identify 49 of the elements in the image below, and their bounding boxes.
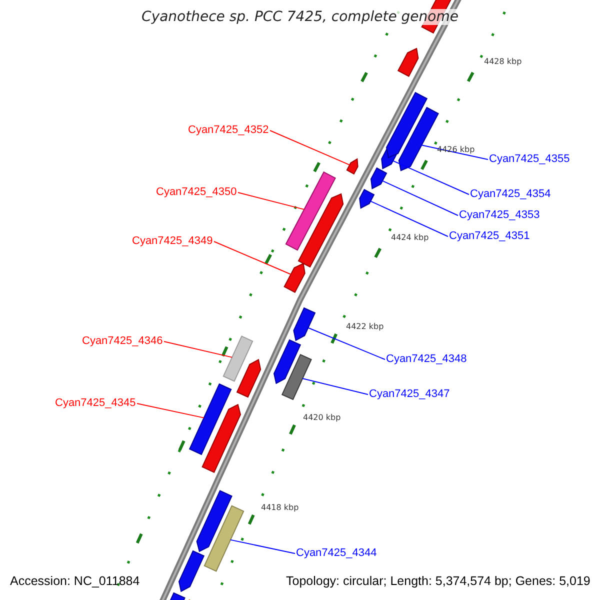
title: Cyanothece sp. PCC 7425, complete genome <box>142 9 458 25</box>
scale-label: 4428 kbp <box>484 57 522 66</box>
gene-block <box>236 358 262 398</box>
gene-block <box>293 307 316 342</box>
gene-block <box>346 158 358 175</box>
gene-bar <box>281 354 312 400</box>
gene-block <box>298 193 344 268</box>
gene-label: Cyan7425_4354 <box>470 188 551 201</box>
leader-line <box>308 327 386 360</box>
leader-line <box>302 378 368 395</box>
gene-block <box>359 188 375 209</box>
gene-label: Cyan7425_4353 <box>459 209 540 222</box>
gene-block <box>284 262 306 293</box>
leader-line <box>238 192 305 210</box>
gene-block <box>178 550 205 592</box>
footer-text: Topology: circular; Length: 5,374,574 bp; Genes: 5,019 <box>286 574 590 588</box>
gene-bar <box>188 383 232 456</box>
gene-label: Cyan7425_4351 <box>449 230 530 243</box>
scale-label: 4422 kbp <box>346 322 384 331</box>
gene-block <box>386 92 428 158</box>
scale-label: 4418 kbp <box>261 503 299 512</box>
leader-line <box>270 130 350 166</box>
leader-line <box>164 341 233 358</box>
gene-block <box>370 167 388 190</box>
gene-label: Cyan7425_4349 <box>132 235 213 248</box>
scale-label: 4424 kbp <box>391 233 429 242</box>
gene-label: Cyan7425_4346 <box>82 335 163 348</box>
leader-line <box>214 241 292 275</box>
gene-block <box>202 404 242 473</box>
leader-line <box>136 403 204 418</box>
footer-text: Accession: NC_011884 <box>10 574 140 588</box>
leader-line <box>370 200 448 237</box>
leader-line <box>230 539 296 554</box>
gene-block <box>196 490 232 552</box>
gene-bar <box>222 336 254 382</box>
gene-label: Cyan7425_4348 <box>386 353 467 366</box>
gene-bar <box>204 505 244 572</box>
gene-label: Cyan7425_4344 <box>296 547 377 560</box>
gene-bar <box>285 171 336 251</box>
leader-line <box>382 180 458 216</box>
gene-label: Cyan7425_4352 <box>188 124 269 137</box>
gene-label: Cyan7425_4350 <box>156 186 237 199</box>
gene-block <box>397 48 419 77</box>
leader-line <box>392 160 470 195</box>
scale-label: 4420 kbp <box>303 413 341 422</box>
gene-label: Cyan7425_4347 <box>369 388 450 401</box>
gene-label: Cyan7425_4345 <box>55 397 136 410</box>
gene-block <box>273 339 302 384</box>
gene-label: Cyan7425_4355 <box>489 153 570 166</box>
